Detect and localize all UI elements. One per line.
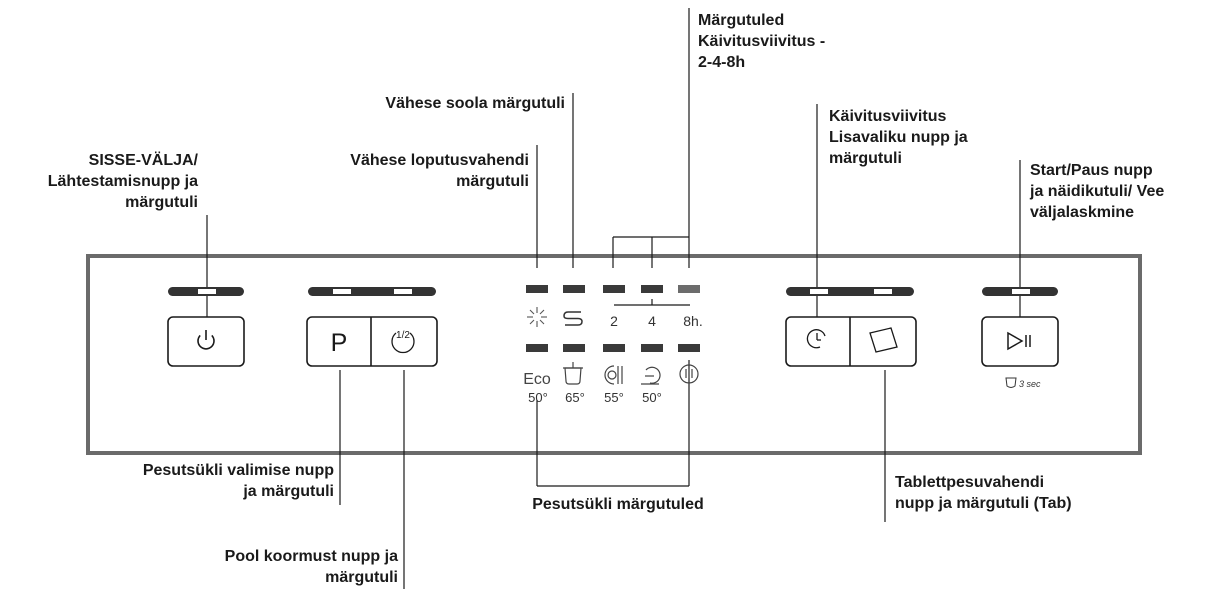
rinse-aid-icon [527,307,547,327]
label-cycle-lights: Pesutsükli märgutuled [480,494,756,515]
power-indicator-light [198,289,216,294]
power-icon [197,330,215,350]
start-pause-indicator-light [1012,289,1030,294]
label-delay-lights-line1: Märgutuled [698,12,785,29]
delay-4h-light [641,285,663,293]
label-power-line3: märgutuli [125,194,198,211]
half-load-icon [391,332,415,354]
cycle-quick-light [641,344,663,352]
delay-start-button[interactable] [787,318,849,365]
label-tablet-line1: Tablettpesuvahendi [895,474,1045,491]
label-start-pause: Start/Paus nupp ja näidikutuli/ Vee välj… [1030,160,1164,223]
half-load-button[interactable] [372,318,436,365]
label-tablet: Tablettpesuvahendi nupp ja märgutuli (Ta… [895,472,1072,514]
label-half-load-line2: märgutuli [325,569,398,586]
pot-icon [563,362,583,385]
cycle-eco-light [526,344,548,352]
delay-hour-2: 2 [610,313,618,329]
label-program-select-line2: ja märgutuli [243,483,334,500]
label-salt: Vähese soola märgutuli [385,93,565,114]
label-tablet-line2: nupp ja märgutuli (Tab) [895,495,1072,512]
tablet-button[interactable] [851,318,915,365]
tablet-indicator-light [874,289,892,294]
eco-icon: Eco [523,371,551,388]
power-button[interactable] [167,316,245,367]
label-start-pause-line2: ja näidikutuli/ Vee [1030,183,1165,200]
plate-cutlery-icon [604,365,623,385]
label-delay-lights: Märgutuled Käivitusviivitus - 2-4-8h [698,10,825,73]
drain-icon [1005,377,1017,388]
label-program-select-line1: Pesutsükli valimise nupp [142,462,334,479]
salt-light [563,285,585,293]
label-cycle-lights-line1: Pesutsükli märgutuled [532,496,704,513]
half-load-icon-text: 1/2 [396,330,410,341]
label-power-line2: Lähtestamisnupp ja [47,173,198,190]
salt-icon [563,311,583,326]
label-power: SISSE-VÄLJA/ Lähtestamisnupp ja märgutul… [48,150,198,213]
label-rinse-aid-line1: Vähese loputusvahendi [350,152,529,169]
cycle-temp-eco: 50° [528,390,548,405]
delay-8h-light [678,285,700,293]
half-load-indicator-light [394,289,412,294]
delay-2h-light [603,285,625,293]
delay-hour-4: 4 [648,313,656,329]
cycle-temp-intensive: 65° [565,390,585,405]
label-program-select: Pesutsükli valimise nupp ja märgutuli [143,460,334,502]
program-button-group [306,316,438,367]
label-salt-line1: Vähese soola märgutuli [385,95,565,112]
label-delay-button-line2: Lisavaliku nupp ja [829,129,968,146]
label-half-load-line1: Pool koormust nupp ja [224,548,398,565]
label-delay-button: Käivitusviivitus Lisavaliku nupp ja märg… [829,106,968,169]
quick-wash-icon [641,366,661,385]
label-start-pause-line3: väljalaskmine [1030,204,1135,221]
cycle-temp-quick: 50° [642,390,662,405]
delay-hour-8: 8h. [683,313,702,329]
tablet-icon [869,327,898,353]
program-button-label: P [331,329,348,357]
label-start-pause-line1: Start/Paus nupp [1030,162,1153,179]
label-rinse-aid: Vähese loputusvahendi märgutuli [350,150,529,192]
label-delay-button-line1: Käivitusviivitus [829,108,947,125]
label-delay-lights-line2: Käivitusviivitus - [698,33,826,50]
program-indicator-bar [308,287,436,296]
cycle-prewash-light [678,344,700,352]
cycle-intensive-light [563,344,585,352]
control-panel-frame [86,254,1142,455]
label-delay-button-line3: märgutuli [829,150,902,167]
play-pause-icon [1007,331,1031,351]
cycle-normal-light [603,344,625,352]
label-power-line1: SISSE-VÄLJA/ [88,152,198,169]
program-indicator-light [333,289,351,294]
hold-duration-text: 3 sec [1019,379,1041,389]
label-half-load: Pool koormust nupp ja märgutuli [225,546,398,588]
rinse-aid-light [526,285,548,293]
cycle-temp-normal: 55° [604,390,624,405]
delay-indicator-light [810,289,828,294]
delay-tablet-indicator-bar [786,287,914,296]
label-rinse-aid-line2: märgutuli [456,173,529,190]
label-delay-lights-line3: 2-4-8h [698,54,746,71]
prewash-icon [679,364,699,384]
delay-clock-icon [806,329,826,349]
